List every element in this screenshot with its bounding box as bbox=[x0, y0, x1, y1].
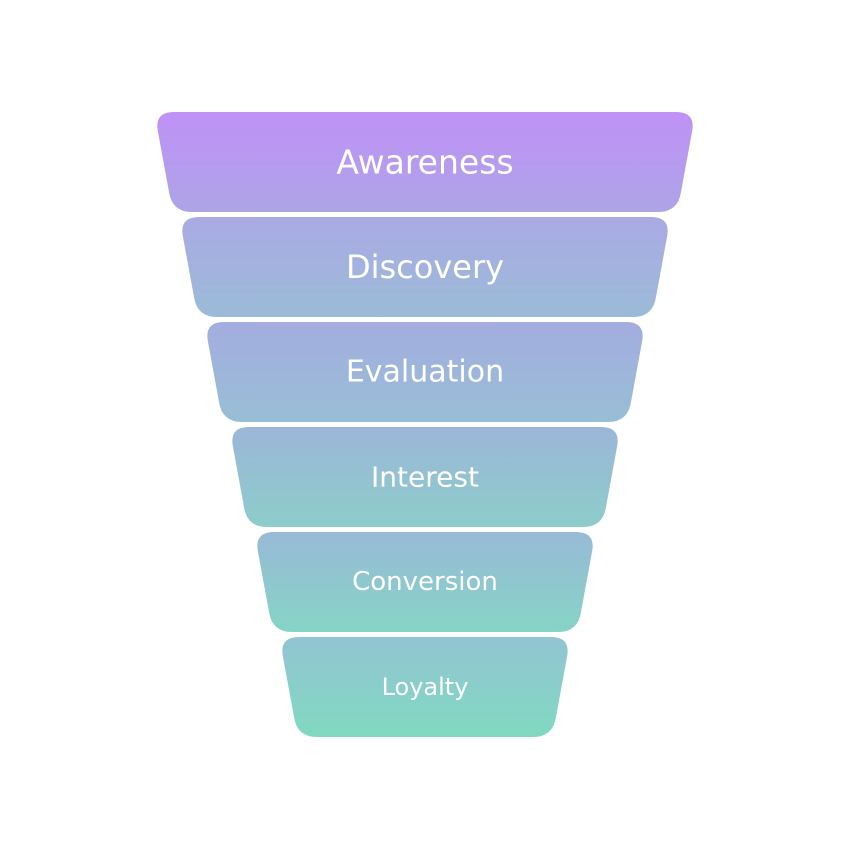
funnel-stage-label: Conversion bbox=[352, 567, 498, 597]
funnel-stage-shape bbox=[282, 637, 568, 737]
funnel-stage-interest: Interest bbox=[232, 427, 618, 527]
funnel-stage-conversion: Conversion bbox=[257, 532, 593, 632]
funnel-stage-label: Interest bbox=[371, 461, 479, 494]
funnel-stage-awareness: Awareness bbox=[157, 112, 693, 212]
funnel-stage-shape bbox=[232, 427, 618, 527]
funnel-stage-evaluation: Evaluation bbox=[207, 322, 643, 422]
funnel-stage-discovery: Discovery bbox=[182, 217, 668, 317]
funnel-stage-label: Loyalty bbox=[382, 673, 469, 701]
funnel-stage-label: Evaluation bbox=[346, 355, 504, 390]
funnel-stage-shape bbox=[257, 532, 593, 632]
funnel-stage-label: Discovery bbox=[346, 248, 504, 286]
funnel-stage-loyalty: Loyalty bbox=[282, 637, 568, 737]
funnel-stage-label: Awareness bbox=[336, 143, 513, 182]
funnel-stage-shape bbox=[182, 217, 668, 317]
funnel-stage-shape bbox=[207, 322, 643, 422]
funnel-stage-shape bbox=[157, 112, 693, 212]
